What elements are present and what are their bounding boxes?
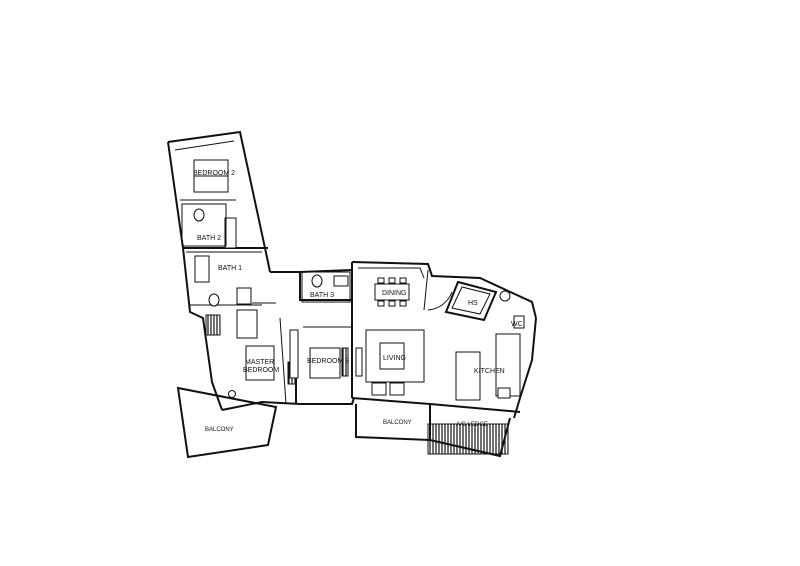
tv-console-icon	[355, 347, 363, 377]
wardrobe-icon	[236, 309, 258, 339]
wardrobe-icon	[205, 314, 221, 336]
chair-icon	[399, 300, 407, 307]
wardrobe-icon	[224, 217, 237, 249]
bottom-balconies: BALCONY A/C LEDGE	[355, 404, 511, 458]
kitchen-counter-icon	[495, 333, 521, 397]
bath-2-label: BATH 2	[197, 235, 221, 242]
bath-1-label: BATH 1	[218, 265, 242, 272]
chair-icon	[388, 300, 396, 307]
bath-3: BATH 3	[310, 274, 349, 299]
dining: DINING	[374, 277, 410, 307]
wc: WC	[499, 290, 525, 329]
balcony-center-label: BALCONY	[383, 420, 412, 426]
ac-ledge-grille-icon	[427, 423, 509, 455]
armchair-icon	[389, 382, 405, 396]
kitchen-counter-icon	[455, 351, 481, 401]
master-bedroom: MASTER BEDROOM	[205, 309, 297, 405]
basin-icon	[513, 315, 525, 329]
toilet-icon	[208, 293, 220, 307]
chair-icon	[399, 277, 407, 284]
chair-icon	[388, 277, 396, 284]
master-bedroom-label-line1: MASTER	[245, 359, 274, 366]
coffee-table-icon	[379, 342, 405, 370]
toilet-icon	[193, 208, 205, 222]
master-bedroom-label-line2: BEDROOM	[243, 367, 279, 374]
hs-label: HS	[468, 300, 478, 307]
bed-icon	[245, 345, 275, 381]
bedroom-2: BEDROOM 2	[193, 159, 237, 249]
central-walls	[270, 269, 355, 405]
armchair-icon	[371, 382, 387, 396]
balcony-left-label: BALCONY	[205, 427, 234, 433]
door-swing	[427, 291, 453, 311]
dining-label: DINING	[382, 290, 407, 297]
balcony-left: BALCONY	[176, 386, 278, 459]
kitchen-label: KITCHEN	[474, 368, 505, 375]
side-table-icon	[341, 347, 349, 377]
chair-icon	[377, 300, 385, 307]
dining-table-icon	[374, 283, 410, 301]
ac-ledge-label: A/C LEDGE	[456, 422, 488, 428]
toilet-icon	[311, 274, 323, 288]
wc-label: WC	[511, 321, 523, 328]
sofa-icon	[365, 329, 425, 383]
bath-1: BATH 1	[194, 255, 276, 307]
wardrobe-icon	[289, 329, 299, 379]
living: LIVING	[355, 329, 425, 396]
kitchen: KITCHEN	[455, 333, 521, 401]
toilet-icon	[499, 290, 511, 302]
bathtub-icon	[194, 255, 210, 283]
bedroom-3-label: BEDROOM 3	[307, 358, 349, 365]
bedroom-2-label: BEDROOM 2	[193, 170, 235, 177]
basin-icon	[236, 287, 252, 305]
round-table-icon	[228, 390, 236, 398]
bath-3-label: BATH 3	[310, 292, 334, 299]
stove-icon	[497, 387, 511, 399]
chair-icon	[377, 277, 385, 284]
shower-icon	[333, 275, 349, 287]
living-label: LIVING	[383, 355, 406, 362]
bed-icon	[309, 347, 341, 379]
bedroom-3: BEDROOM 3	[289, 329, 349, 379]
bath-2: BATH 2	[181, 203, 227, 247]
household-shelter: HS	[444, 280, 498, 322]
